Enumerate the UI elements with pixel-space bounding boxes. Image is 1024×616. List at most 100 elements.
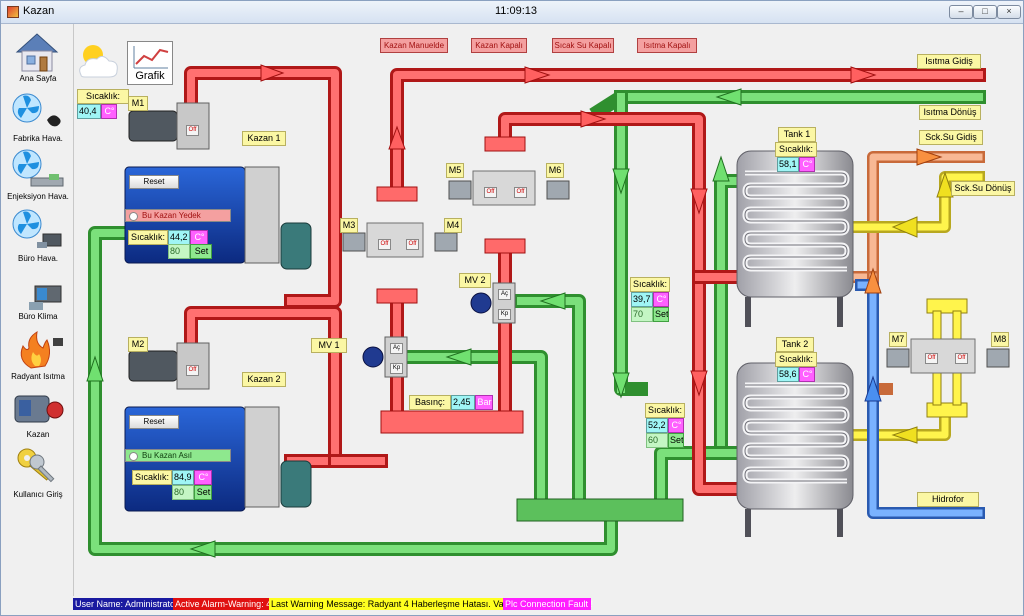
mv1-open[interactable]: Aç bbox=[390, 343, 403, 354]
return-temp-unit: C° bbox=[668, 418, 684, 433]
tank2-name: Tank 2 bbox=[776, 337, 814, 352]
motor-m8-off[interactable]: Off bbox=[955, 353, 968, 364]
boiler1-set-value[interactable]: 80 bbox=[168, 244, 190, 259]
tank2-temp-label: Sıcaklık: bbox=[775, 352, 817, 367]
weather-icon bbox=[79, 45, 118, 78]
line-isitma-donus: Isıtma Dönüş bbox=[919, 105, 981, 120]
heating-temp-label: Sıcaklık: bbox=[630, 277, 670, 292]
return-set-button[interactable]: Set bbox=[668, 433, 684, 448]
heating-set-button[interactable]: Set bbox=[653, 307, 669, 322]
tank2-temp-value: 58,6 bbox=[777, 367, 799, 382]
boiler2-set-value[interactable]: 80 bbox=[172, 485, 194, 500]
sidebar-item-buro[interactable]: Büro Hava. bbox=[3, 208, 73, 263]
pressure-value: 2,45 bbox=[451, 395, 475, 410]
boiler1-state: Bu Kazan Yedek bbox=[125, 209, 231, 222]
motor-m1-off[interactable]: Off bbox=[186, 125, 199, 136]
sidebar-item-label: Büro Hava. bbox=[17, 254, 59, 263]
sidebar-item-label: Enjeksiyon Hava. bbox=[7, 192, 69, 201]
pressure-unit: Bar bbox=[475, 395, 493, 410]
boiler2-temp-unit: C° bbox=[194, 470, 212, 485]
line-hidrofor: Hidrofor bbox=[917, 492, 979, 507]
app-icon bbox=[7, 6, 19, 18]
tank2-temp-unit: C° bbox=[799, 367, 815, 382]
motor-m5-off[interactable]: Off bbox=[484, 187, 497, 198]
grafik-label: Grafik bbox=[135, 70, 165, 82]
boiler2-temp-label: Sıcaklık: bbox=[132, 470, 172, 485]
sidebar-item-fabrika[interactable]: Fabrika Hava. bbox=[3, 90, 73, 144]
air-conditioner-icon bbox=[29, 285, 62, 310]
boiler1-temp-label: Sıcaklık: bbox=[128, 230, 168, 245]
boiler2-set-button[interactable]: Set bbox=[194, 485, 212, 500]
mv1-close[interactable]: Kp bbox=[390, 363, 403, 374]
motor-m4-off[interactable]: Off bbox=[406, 239, 419, 250]
motor-m1-label: M1 bbox=[128, 96, 148, 111]
boiler2-name: Kazan 2 bbox=[242, 372, 286, 387]
grafik-button[interactable]: Grafik bbox=[127, 41, 173, 85]
motor-m7-label: M7 bbox=[889, 332, 907, 347]
status-isitma-kapali: Isıtma Kapalı bbox=[637, 38, 697, 53]
sidebar-item-label: Büro Klima bbox=[18, 312, 58, 321]
state-indicator-icon bbox=[129, 212, 138, 221]
motor-m3-off[interactable]: Off bbox=[378, 239, 391, 250]
motor-m5-label: M5 bbox=[446, 163, 464, 178]
motor-m4-label: M4 bbox=[444, 218, 462, 233]
motor-m2-label: M2 bbox=[128, 337, 148, 352]
fan-icon bbox=[12, 209, 62, 248]
return-temp-label: Sıcaklık: bbox=[645, 403, 685, 418]
sidebar: Ana Sayfa Fabrika Hava. Enjeksiyon Hava. bbox=[1, 24, 74, 596]
sidebar-item-kullanici[interactable]: Kullanıcı Giriş bbox=[3, 446, 73, 499]
title-bar: Kazan 11:09:13 – □ × bbox=[1, 1, 1023, 24]
heating-temp-value: 39,7 bbox=[631, 292, 653, 307]
outside-temp-unit: C° bbox=[101, 104, 117, 119]
motor-m3-label: M3 bbox=[340, 218, 358, 233]
sidebar-item-kazan[interactable]: Kazan bbox=[3, 388, 73, 440]
sidebar-item-buro-klima[interactable]: Büro Klima bbox=[3, 282, 73, 326]
status-user: User Name: Administrator bbox=[73, 598, 179, 610]
status-sicak-su-kapali: Sıcak Su Kapalı bbox=[552, 38, 614, 53]
keys-icon bbox=[17, 448, 55, 483]
minimize-button[interactable]: – bbox=[949, 5, 973, 19]
motor-m6-off[interactable]: Off bbox=[514, 187, 527, 198]
close-button[interactable]: × bbox=[997, 5, 1021, 19]
return-set-value[interactable]: 60 bbox=[646, 433, 668, 448]
sidebar-item-label: Fabrika Hava. bbox=[13, 134, 63, 143]
maximize-button[interactable]: □ bbox=[973, 5, 997, 19]
sidebar-item-label: Kullanıcı Giriş bbox=[13, 490, 63, 499]
boiler1-temp-value: 44,2 bbox=[168, 230, 190, 245]
boiler1-set-button[interactable]: Set bbox=[190, 244, 212, 259]
sidebar-item-ana-sayfa[interactable]: Ana Sayfa bbox=[3, 30, 73, 86]
flame-icon bbox=[20, 331, 63, 369]
mv2-label: MV 2 bbox=[459, 273, 491, 288]
line-sck-donus: Sck.Su Dönüş bbox=[951, 181, 1015, 196]
status-plc: Plc Connection Fault ! bbox=[503, 598, 594, 610]
status-kazan-kapali: Kazan Kapalı bbox=[471, 38, 527, 53]
fan-icon bbox=[12, 93, 61, 127]
motor-m2-off[interactable]: Off bbox=[186, 365, 199, 376]
house-icon bbox=[15, 33, 59, 72]
motor-m6-label: M6 bbox=[546, 163, 564, 178]
return-temp-value: 52,2 bbox=[646, 418, 668, 433]
boiler2-temp-value: 84,9 bbox=[172, 470, 194, 485]
tank1-temp-unit: C° bbox=[799, 157, 815, 172]
sidebar-item-radyant[interactable]: Radyant Isıtma bbox=[3, 330, 73, 382]
chart-icon bbox=[133, 46, 169, 69]
boiler2-reset-button[interactable]: Reset bbox=[129, 415, 179, 429]
boiler1-reset-button[interactable]: Reset bbox=[129, 175, 179, 189]
line-isitma-gidis: Isıtma Gidiş bbox=[917, 54, 981, 69]
heating-temp-unit: C° bbox=[653, 292, 669, 307]
mv1-label: MV 1 bbox=[311, 338, 347, 353]
mv2-open[interactable]: Aç bbox=[498, 289, 511, 300]
boiler1-temp-unit: C° bbox=[190, 230, 208, 245]
boiler1-state-text: Bu Kazan Yedek bbox=[142, 211, 201, 220]
sidebar-item-enjeksiyon[interactable]: Enjeksiyon Hava. bbox=[3, 148, 73, 202]
window-title: Kazan bbox=[23, 5, 55, 17]
piping-diagram bbox=[86, 64, 1010, 558]
motor-m7-off[interactable]: Off bbox=[925, 353, 938, 364]
tank1-temp-value: 58,1 bbox=[777, 157, 799, 172]
mv2-close[interactable]: Kp bbox=[498, 309, 511, 320]
status-warning: Last Warning Message: Radyant 4 Haberleş… bbox=[269, 598, 526, 610]
sidebar-item-label: Radyant Isıtma bbox=[11, 372, 65, 381]
status-alarm: Active Alarm-Warning: 4 bbox=[173, 598, 272, 610]
fan-icon bbox=[12, 149, 64, 187]
heating-set-value[interactable]: 70 bbox=[631, 307, 653, 322]
